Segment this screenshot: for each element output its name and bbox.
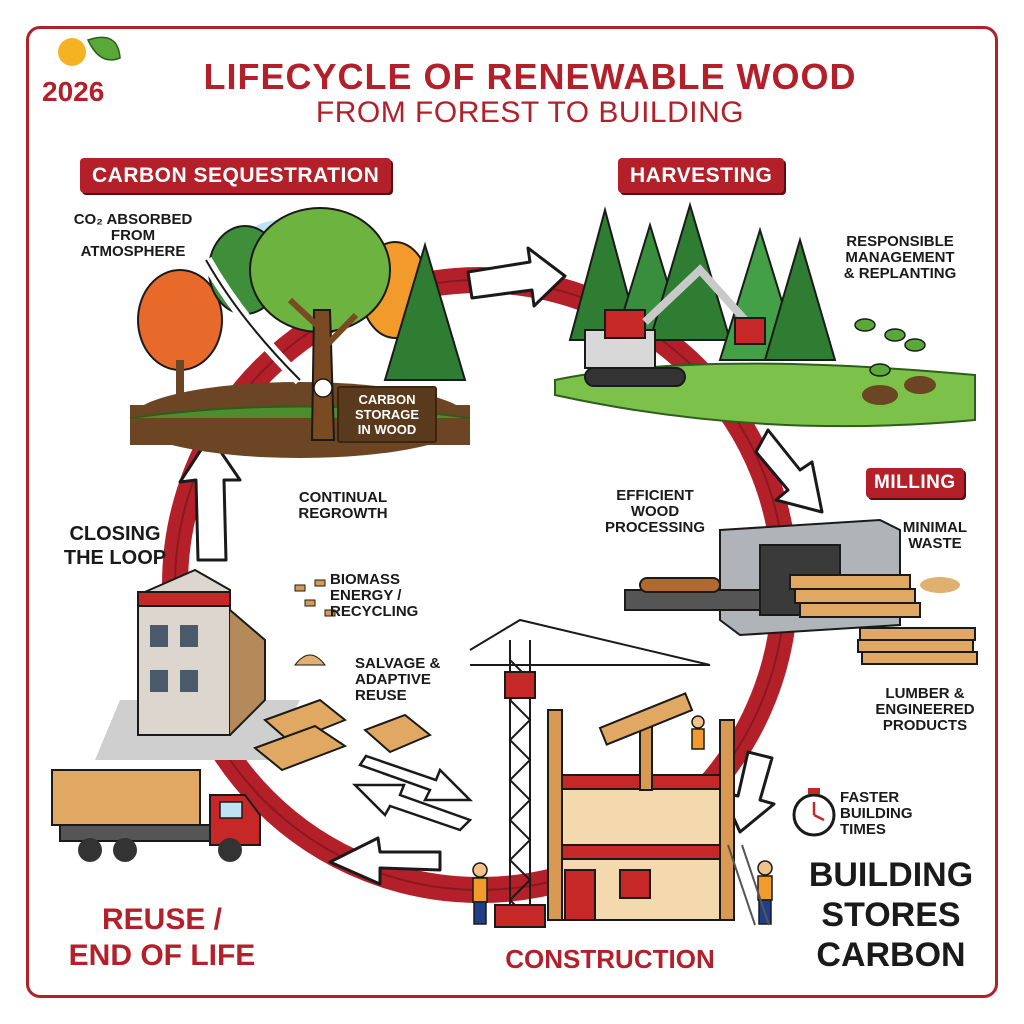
- truck-icon: [51, 769, 261, 862]
- page-subtitle: FROM FOREST TO BUILDING: [315, 96, 745, 129]
- arrow-to-harvest: [466, 246, 567, 308]
- sun-leaf-icon: [58, 36, 121, 66]
- arrow-to-milling: [754, 428, 824, 514]
- carbon-drop-icon: [313, 378, 333, 398]
- tag-harvesting: HARVESTING: [618, 158, 785, 193]
- arrow-to-reuse: [328, 836, 442, 886]
- old-building: [95, 568, 432, 772]
- reuse-arrows: [351, 754, 474, 832]
- seedlings: [854, 318, 926, 377]
- label-construction: CONSTRUCTION: [505, 944, 715, 974]
- outer-frame: [26, 26, 998, 998]
- tag-carbon-sequestration: CARBON SEQUESTRATION: [80, 158, 392, 193]
- cycle-arrows: [178, 246, 824, 886]
- sawmill-icon: [624, 518, 978, 665]
- worker-icon: [472, 715, 773, 925]
- arrow-closing-loop: [178, 434, 242, 562]
- building-frame: [547, 692, 735, 921]
- page-title: LIFECYCLE OF RENEWABLE WOOD: [203, 56, 857, 97]
- tag-milling: MILLING: [866, 468, 964, 498]
- excavator-icon: [584, 264, 766, 387]
- stopwatch-icon: [792, 788, 836, 837]
- crane-icon: [469, 618, 711, 928]
- harvest-scene: [554, 201, 976, 428]
- label-reuse: REUSE /END OF LIFE: [68, 903, 256, 972]
- year-badge: 2026: [42, 76, 105, 107]
